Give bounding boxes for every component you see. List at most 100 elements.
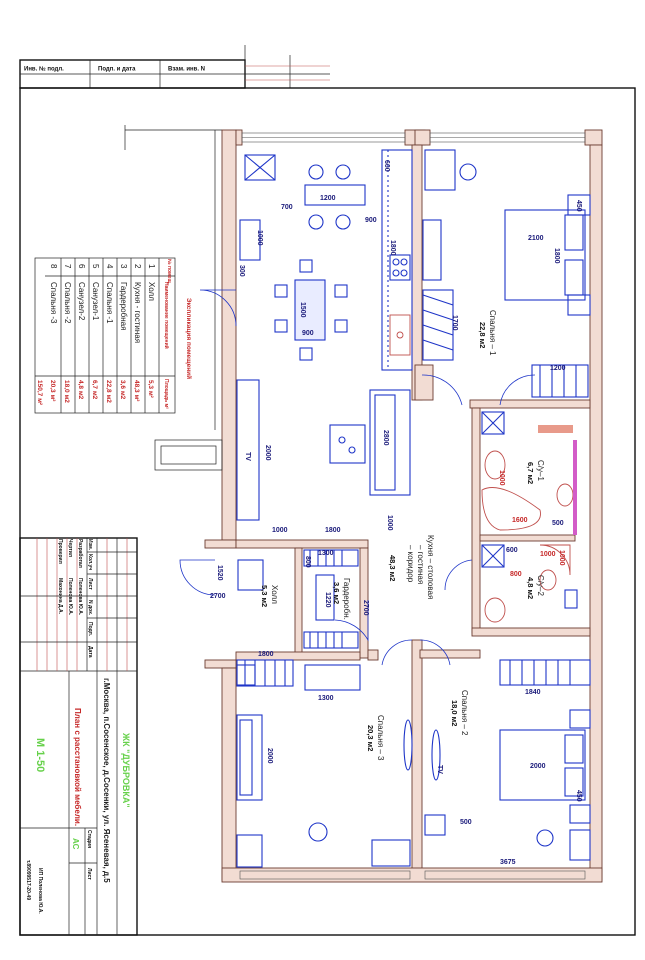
header-izm: Изм. [87,539,93,551]
dim: 450 [575,790,582,802]
dim: 700 [281,204,293,211]
header-list: Лист [87,578,93,590]
dim: 500 [460,819,472,826]
dim: 1520 [216,565,223,581]
kitchen-sink-icon [389,314,411,356]
row-no: 7 [63,264,72,269]
staff-role: Чертил [67,539,73,557]
bathtub-icon [481,487,541,531]
dim: 800 [510,571,522,578]
bar-table [304,184,366,206]
bath1-door[interactable] [499,374,536,406]
walls [124,125,603,883]
row-no: 2 [133,264,142,269]
header-sign: Подп. [87,622,93,637]
balcony-door[interactable] [199,289,237,327]
staff-role: Проверил [57,539,63,564]
dim: TV [244,452,251,461]
dim: 1800 [553,248,560,264]
dim: 900 [365,217,377,224]
kitchen-living-furniture [236,149,413,521]
bath2-area: 4,8 м2 [526,577,535,599]
bedroom1-area: 22,8 м2 [478,322,487,348]
kitchen-label: Кухня – столовая [426,535,435,599]
row-no: 6 [77,264,86,269]
tv-unit [422,219,442,281]
row-area: 48,3 м² [133,380,140,402]
dim: 300 [238,265,245,277]
title-block: Изм. Кол.уч Лист N док. Подп. Дата Разра… [19,537,138,936]
coffee-table [329,424,366,464]
sheet-title: План с расстановкой мебели. [73,708,82,826]
wardrobe-door[interactable] [334,600,369,642]
dim: 600 [383,160,390,172]
row-area: 3,6 м2 [119,380,126,400]
stamp-replace-inv: Взам. инв. N [168,67,205,73]
desk [569,829,591,861]
windows [239,132,586,880]
bedroom1-furniture [422,149,591,398]
dim: 1500 [299,302,306,318]
header-no: № помещ. [166,259,172,285]
row-name: Спальня -2 [63,282,72,324]
row-name: Спальня -3 [49,282,58,324]
shower-icon [539,544,571,576]
dim: 2000 [264,445,271,461]
bedroom3-door[interactable] [381,639,413,666]
project-name: ЖК "ДУБРОВКА" [121,732,131,808]
staff-name: Поленова Ю.А. [67,578,73,616]
bedroom1-door[interactable] [421,374,463,406]
bath1-area: 6,7 м2 [526,462,535,484]
dimension-labels: 1200 700 900 600 1000 300 1500 900 1800 … [210,160,582,866]
dim: 1200 [550,365,566,372]
dim: 3675 [500,859,516,866]
tv [403,719,413,771]
scale: М 1-50 [34,738,46,772]
stove-icon [389,254,411,281]
bath2-door[interactable] [444,559,473,591]
dim: 900 [302,330,314,337]
bedroom2-area: 18,0 м2 [450,700,459,726]
dim: 1000 [272,527,288,534]
entrance-door[interactable] [179,559,216,596]
towel-heater [538,425,573,433]
doors [179,289,536,666]
room-labels: Кухня – столовая – гостиная – коридор 48… [260,310,545,761]
explication-rows: 1 Холл 5,3 м² 2 Кухня - гостиная 48,3 м²… [36,258,156,413]
bedroom2-door[interactable] [419,639,451,666]
dim: 1220 [324,592,331,608]
project-address: г.Москва, п.Сосенское, д.Сосенки, ул. Яс… [102,678,111,883]
dim: 1000 [540,551,556,558]
closet [371,839,411,867]
header-kol: Кол.уч [87,554,93,570]
row-name: Спальня -1 [105,282,114,324]
kitchen-counter [381,149,413,371]
dim: 2000 [530,763,546,770]
dim: 1000 [386,515,393,531]
bed [504,209,586,301]
row-name: Гардеробная [119,282,128,330]
header-area: Площадь м² [163,379,169,409]
bath2-label: С/у–2 [536,575,545,596]
sink-icon [484,597,506,623]
dim: 1700 [451,315,458,331]
explication-total: 150,7 м² [36,380,43,406]
header-name: Наименование помещений [163,282,170,349]
closet [531,364,589,398]
row-no: 8 [49,264,58,269]
kitchen-label-2: – гостиная [416,545,425,584]
toilet-icon [539,569,557,591]
dim: 1800 [389,240,396,256]
staff-role: Разработал [77,539,84,568]
bedroom3-label: Спальня – 3 [376,715,385,761]
bedroom3-area: 20,3 м2 [366,725,375,751]
kitchen-label-3: – коридор [406,545,415,583]
dim: 1200 [320,195,336,202]
sheet-frame [19,87,636,936]
fridge [244,154,276,181]
bedroom2-furniture [424,659,591,861]
header-date: Дата [87,646,93,658]
staff-name: Махонина Д.А. [57,578,63,615]
dim: 2700 [210,593,226,600]
